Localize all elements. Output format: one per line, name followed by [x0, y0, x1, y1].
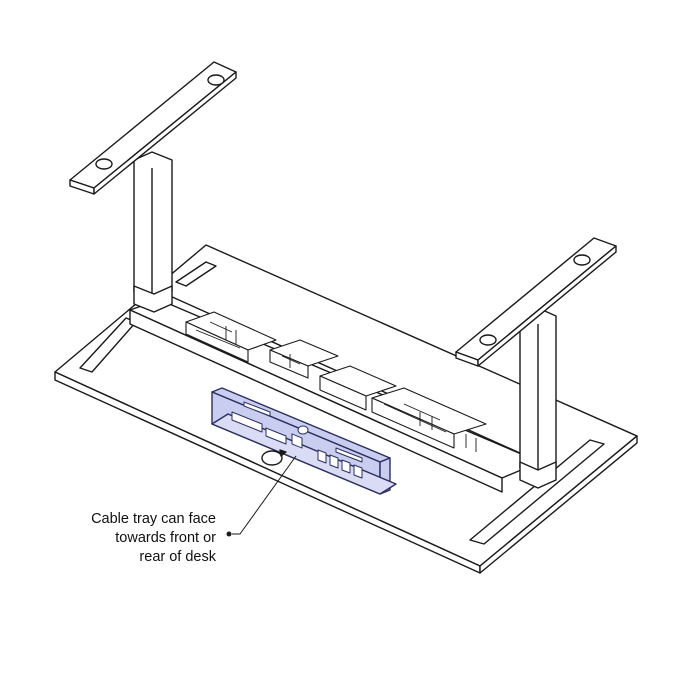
cable-tray — [211, 387, 397, 495]
right-upper-arm — [455, 237, 617, 367]
rotate-arrow-icon — [261, 449, 287, 466]
outlet-icon — [317, 449, 363, 479]
callout-leader — [226, 455, 297, 537]
callout-text: Cable tray can face towards front or rea… — [56, 510, 216, 567]
left-upper-arm — [69, 61, 237, 195]
right-leg — [519, 307, 557, 489]
left-leg — [133, 151, 173, 313]
beam-modules — [185, 311, 487, 452]
callout-line-2: towards front or — [115, 530, 216, 546]
callout-line-1: Cable tray can face — [91, 511, 216, 527]
callout-line-3: rear of desk — [139, 549, 216, 565]
